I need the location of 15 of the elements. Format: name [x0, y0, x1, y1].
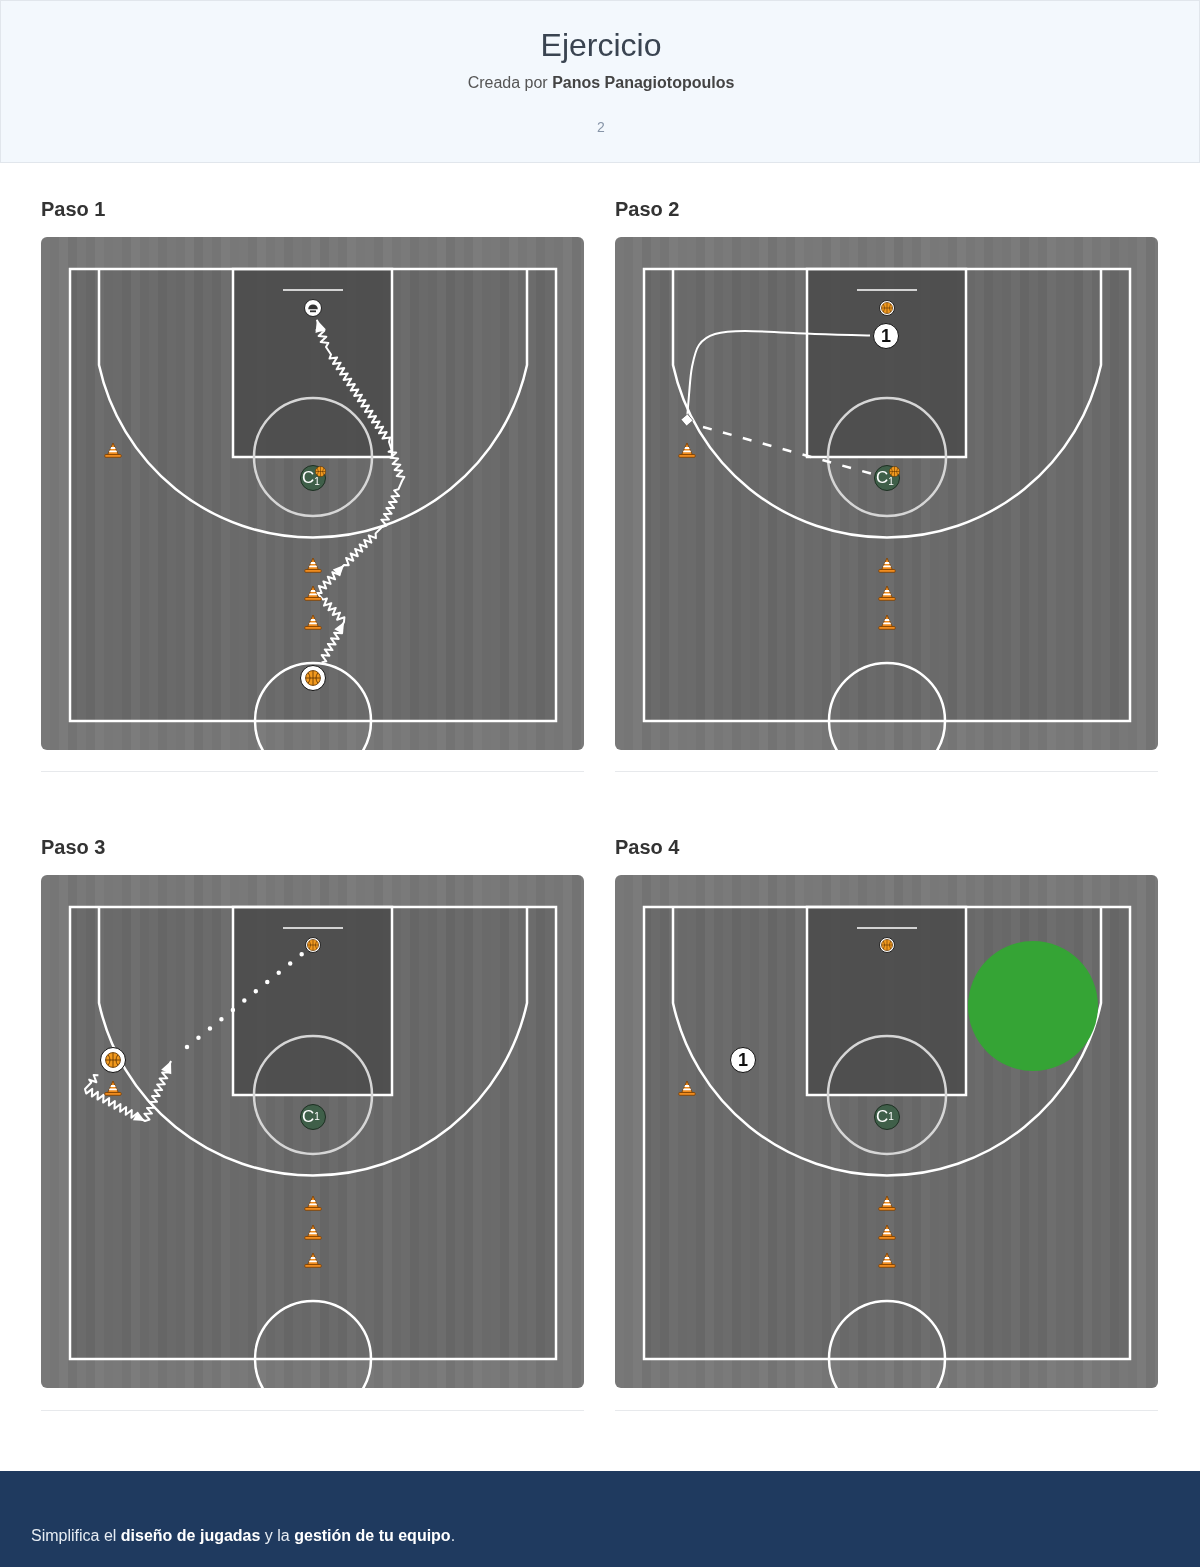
dribble-arrow — [84, 1060, 172, 1122]
step-heading: Paso 1 — [41, 197, 106, 221]
cut-line — [680, 330, 871, 427]
step-heading: Paso 3 — [41, 835, 106, 859]
author-credit: Creada por Panos Panagiotopoulos — [467, 73, 735, 93]
count-label: 2 — [597, 118, 605, 136]
pass-line — [702, 425, 872, 475]
coach-label: C$_{1}$ — [302, 468, 320, 488]
shot-line — [184, 951, 304, 1050]
coach-label: C$_{1}$ — [876, 468, 894, 488]
title: Ejercicio — [540, 26, 662, 65]
step-heading: Paso 2 — [615, 197, 680, 221]
step-heading: Paso 4 — [615, 835, 680, 859]
dribble-arrow — [315, 318, 406, 664]
tagline: Simplifica el diseño de jugadas y la gestión de tu equipo. — [31, 1526, 456, 1546]
